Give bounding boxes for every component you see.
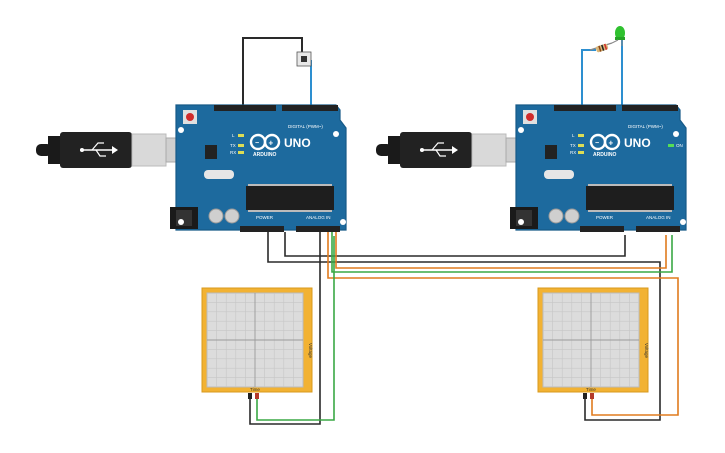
time-label: Time — [250, 387, 260, 392]
usb-chip — [545, 145, 557, 159]
svg-text:RX: RX — [570, 150, 576, 155]
resistor-wire[interactable] — [581, 49, 596, 105]
right-oscilloscope[interactable]: Time Voltage — [537, 287, 649, 399]
left-oscilloscope[interactable]: Time Voltage — [201, 287, 313, 399]
svg-text:TX: TX — [230, 143, 236, 148]
svg-text:L: L — [572, 133, 575, 138]
power-jack — [170, 207, 198, 229]
usb-cable-icon — [376, 132, 529, 168]
atmega-chip — [586, 186, 674, 210]
onboard-leds: L TX RX — [230, 133, 244, 155]
svg-text:+: + — [269, 139, 274, 148]
scope-probe-terminal[interactable] — [590, 393, 594, 399]
usb-chip — [205, 145, 217, 159]
reset-button-icon[interactable] — [523, 110, 537, 124]
scope-axes — [543, 293, 639, 387]
svg-text:L: L — [232, 133, 235, 138]
scope-axes — [207, 293, 303, 387]
atmega-chip — [246, 186, 334, 210]
svg-text:−: − — [595, 140, 599, 147]
push-button-icon[interactable] — [296, 51, 312, 67]
left-scope-signal-wire[interactable] — [256, 236, 335, 421]
power-jack — [510, 207, 538, 229]
analog-header — [296, 226, 340, 232]
brand-label: ARDUINO — [253, 152, 276, 158]
brand-label: ARDUINO — [593, 152, 616, 158]
time-label: Time — [586, 387, 596, 392]
arduino-infinity-logo-icon: − + — [249, 133, 281, 151]
green-led-icon[interactable] — [611, 26, 625, 46]
power-header — [240, 226, 284, 232]
right-scope-ground-wire[interactable] — [267, 232, 661, 421]
arduino-infinity-logo-icon: − + — [589, 133, 621, 151]
analog-label: ANALOG IN — [306, 215, 331, 220]
left-arduino-board[interactable]: DIGITAL (PWM~) − + UNO ARDUINO L TX RX — [170, 104, 347, 232]
reset-button-icon[interactable] — [183, 110, 197, 124]
digital-header-left — [214, 105, 276, 111]
digital-header-label: DIGITAL (PWM~) — [628, 124, 663, 129]
model-label: UNO — [624, 136, 651, 150]
voltage-label: Voltage — [308, 343, 313, 359]
voltage-label: Voltage — [644, 343, 649, 359]
model-label: UNO — [284, 136, 311, 150]
digital-header-label: DIGITAL (PWM~) — [288, 124, 323, 129]
onboard-leds: L TX RX ON — [570, 133, 683, 155]
analog-link-orange-wire[interactable] — [327, 232, 679, 416]
power-header — [580, 226, 624, 232]
left-scope-ground-wire[interactable] — [249, 232, 321, 425]
scope-ground-terminal[interactable] — [248, 393, 252, 399]
power-label: POWER — [256, 215, 274, 220]
svg-text:−: − — [255, 140, 259, 147]
digital-header-left — [554, 105, 616, 111]
svg-text:RX: RX — [230, 150, 236, 155]
analog-link-green-wire[interactable] — [331, 232, 673, 273]
digital-header-right — [622, 105, 678, 111]
power-label: POWER — [596, 215, 614, 220]
svg-text:TX: TX — [570, 143, 576, 148]
capacitors — [208, 208, 240, 224]
svg-text:+: + — [609, 139, 614, 148]
digital-header-right — [282, 105, 338, 111]
analog-header — [636, 226, 680, 232]
analog-label: ANALOG IN — [646, 215, 671, 220]
scope-probe-terminal[interactable] — [255, 393, 259, 399]
svg-text:ON: ON — [676, 143, 683, 148]
crystal — [204, 170, 234, 179]
crystal — [544, 170, 574, 179]
button-ground-wire[interactable] — [242, 37, 303, 105]
ground-link-wire[interactable] — [284, 232, 626, 257]
wires — [242, 37, 679, 425]
resistor-icon[interactable] — [589, 42, 613, 53]
analog-orange-wire-2[interactable] — [335, 232, 667, 269]
usb-cable-icon — [36, 132, 189, 168]
right-arduino-board[interactable]: DIGITAL (PWM~) − + UNO ARDUINO L TX RX O… — [510, 104, 687, 232]
scope-ground-terminal[interactable] — [583, 393, 587, 399]
capacitors — [548, 208, 580, 224]
